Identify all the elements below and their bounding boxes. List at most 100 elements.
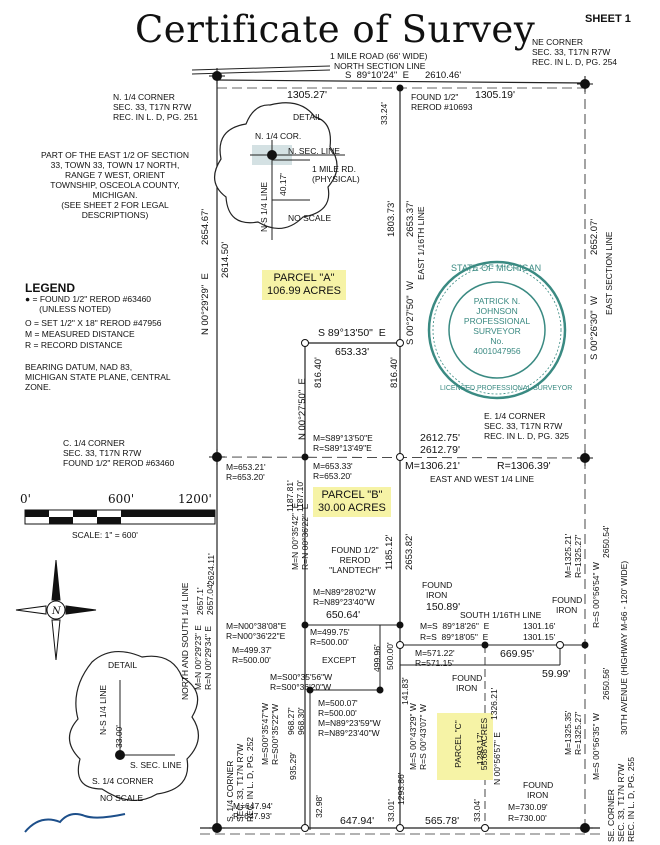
parcel-a-acres: 106.99 ACRES [267, 285, 341, 297]
detail-top-cor: N. 1/4 COR. [255, 131, 302, 141]
ne-corner-3: REC. IN L. D, PG. 254 [532, 57, 618, 67]
d968b: 968.30' [296, 707, 306, 735]
n89-m: M=N89°23'59"W [318, 718, 381, 728]
b-top-dist: 653.33' [335, 346, 370, 358]
mid-bearing: S 00°27'50" W [405, 281, 416, 345]
seal-line-2: JOHNSON [476, 306, 518, 316]
m1: M=N89°28'02"W [313, 587, 376, 597]
m499: M=499.37' [232, 645, 272, 655]
found-iron-4a: FOUND [523, 780, 554, 790]
d650: 650.64' [326, 609, 361, 621]
landtech-3: "LANDTECH" [329, 565, 381, 575]
n-quarter-1: N. 1/4 CORNER [113, 92, 175, 102]
s16-m: M=S 89°18'26" E [420, 621, 490, 631]
ew-d2: 2612.79' [420, 444, 460, 456]
top-dist-left: 1305.27' [287, 89, 327, 101]
found-iron-2a: FOUND [552, 595, 583, 605]
description-5: MICHIGAN. [92, 190, 138, 200]
b-top-bearing: S 89°13'50" E [318, 327, 386, 339]
s16-d2: 1301.15' [523, 632, 556, 642]
r500: R=500.00' [232, 655, 271, 665]
m647: M=647.94' [233, 801, 273, 811]
top-dist-right: 1305.19' [475, 89, 515, 101]
d141: 141.83' [400, 677, 410, 705]
se-corner-1: SE. CORNER [606, 789, 616, 842]
se-corner-3: REC. IN L. D, PG. 255 [626, 756, 636, 842]
parcel-b: PARCEL "B" 30.00 ACRES [313, 487, 391, 517]
d150: 150.89' [426, 601, 461, 613]
detail-top-dist: 40.17' [278, 173, 288, 196]
seal-line-3: PROFESSIONAL [463, 316, 531, 326]
d499: 499.96' [372, 644, 382, 672]
detail-top-label: DETAIL [293, 112, 323, 122]
s00b-m: M=S 00°43'29" W [408, 703, 418, 770]
page-title: Certificate of Survey [135, 8, 536, 51]
legend-item-2: (UNLESS NOTED) [25, 304, 111, 314]
found-iron-3b: IRON [456, 683, 478, 693]
legend-item-4: M = MEASURED DISTANCE [25, 329, 135, 339]
d2657a: 2657.1' [195, 587, 205, 615]
detail-top-road-1: 1 MILE RD. [312, 164, 356, 174]
ne-corner-2: SEC. 33, T17N R7W [532, 47, 611, 57]
mid-dist-1: 2653.37' [405, 200, 416, 237]
n00-r: R=N00°36'22"E [226, 631, 286, 641]
found-iron-1a: FOUND [422, 580, 453, 590]
svg-text:N: N [51, 606, 62, 617]
detail-bottom-cor: S. 1/4 CORNER [92, 776, 154, 786]
nsq-label: NORTH AND SOUTH 1/4 LINE [180, 582, 190, 700]
ew-m-left: M=653.21' [226, 462, 266, 472]
r1325: R=1325.27' [573, 534, 583, 578]
r571: R=571.15' [415, 658, 454, 668]
d2624: 2624.11' [206, 553, 216, 585]
r500b: R=500.00' [310, 637, 349, 647]
except-label: EXCEPT [322, 655, 357, 665]
top-dist-short: 33.24' [379, 102, 389, 125]
ew-label: EAST AND WEST 1/4 LINE [430, 474, 535, 484]
s16-r: R=S 89°18'05" E [420, 632, 489, 642]
d1293: 1293.17' [475, 732, 485, 765]
nsq-r: R=N 00°29'34" E [203, 625, 213, 690]
d1293b: 1293.86' [396, 772, 406, 805]
scale-0: 0' [20, 492, 31, 506]
s00-r: R=S00°36'20"W [270, 682, 332, 692]
description-2: 33, TOWN 33, TOWN 17 NORTH, [50, 160, 180, 170]
parcel-b-name: PARCEL "B" [321, 489, 383, 501]
legend-datum-2: MICHIGAN STATE PLANE, CENTRAL [25, 372, 171, 382]
r500c: R=500.00' [318, 708, 357, 718]
n00c: N 00°56'57" E [492, 732, 502, 785]
e-quarter-3: REC. IN L. D, PG. 325 [484, 431, 570, 441]
landtech-2: REROD [339, 555, 371, 565]
seal-line-6: 4001047956 [473, 346, 521, 356]
seal-line-1: PATRICK N. [473, 296, 521, 306]
s00f-m: M=S00°35'47"W [260, 702, 270, 765]
legend-item-3: O = SET 1/2" X 18" REROD #47956 [25, 318, 162, 328]
d1326: 1326.21' [489, 687, 499, 720]
west-dist-2: 2614.50' [220, 241, 231, 278]
description-4: TOWNSHIP, OSCEOLA COUNTY, [50, 180, 180, 190]
east-dist: 2652.07' [589, 218, 600, 255]
found-iron-4b: IRON [527, 790, 549, 800]
m1325b: M=1325.35' [563, 710, 573, 755]
found-iron-3a: FOUND [452, 673, 483, 683]
s00b-r: R=S 00°43'07" W [418, 704, 428, 770]
west-bearing: N 00°29'29" E [200, 273, 211, 335]
m730: M=730.09' [508, 802, 548, 812]
ew-r: R=1306.39' [497, 460, 551, 472]
s-quarter-3: REC. IN L. D, PG. 252 [245, 736, 255, 822]
n00-m: M=N00°38'08"E [226, 621, 287, 631]
detail-bottom-dist: 33.00' [114, 725, 124, 748]
d968a: 968.27' [286, 707, 296, 735]
r1325b: R=1325.27' [573, 711, 583, 755]
m1325: M=1325.21' [563, 533, 573, 578]
m500: M=500.07' [318, 698, 358, 708]
d2650b: 2650.56' [601, 667, 611, 700]
d2657b: 2657.04' [205, 582, 215, 615]
b-m-bearing: M=S89°13'50"E [313, 433, 373, 443]
c-quarter-1: C. 1/4 CORNER [63, 438, 125, 448]
r730: R=730.00' [508, 813, 547, 823]
description-6: (SEE SHEET 2 FOR LEGAL [61, 200, 169, 210]
c-quarter-3: FOUND 1/2" REROD #63460 [63, 458, 175, 468]
seal-ring-bottom: LICENSED PROFESSIONAL SURVEYOR [440, 385, 573, 392]
legend-item-5: R = RECORD DISTANCE [25, 340, 123, 350]
